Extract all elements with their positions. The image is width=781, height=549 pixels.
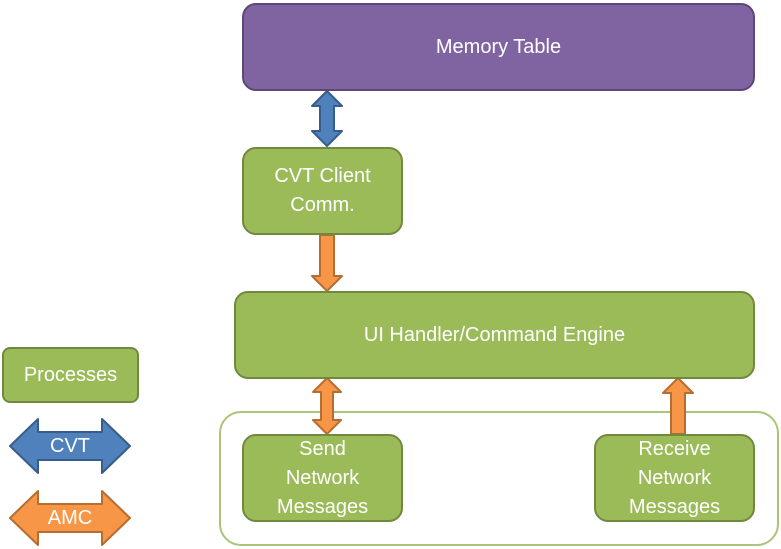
amc-double-arrow-handler-send — [312, 377, 342, 435]
ui-handler-node: UI Handler/Command Engine — [234, 291, 755, 379]
legend-cvt-label: CVT — [50, 434, 90, 457]
legend-processes: Processes — [2, 347, 139, 403]
receive-messages-node: Receive Network Messages — [594, 434, 755, 522]
send-messages-node: Send Network Messages — [242, 434, 403, 522]
cvt-double-arrow-memory-client — [311, 90, 343, 147]
memory-table-node: Memory Table — [242, 3, 755, 91]
legend-amc-arrow-icon — [9, 490, 131, 546]
amc-arrow-client-to-handler — [311, 234, 343, 292]
legend-amc-label: AMC — [47, 506, 93, 529]
legend-cvt-arrow-icon — [9, 418, 131, 474]
amc-arrow-receive-to-handler — [662, 377, 694, 435]
cvt-client-node: CVT Client Comm. — [242, 147, 403, 235]
